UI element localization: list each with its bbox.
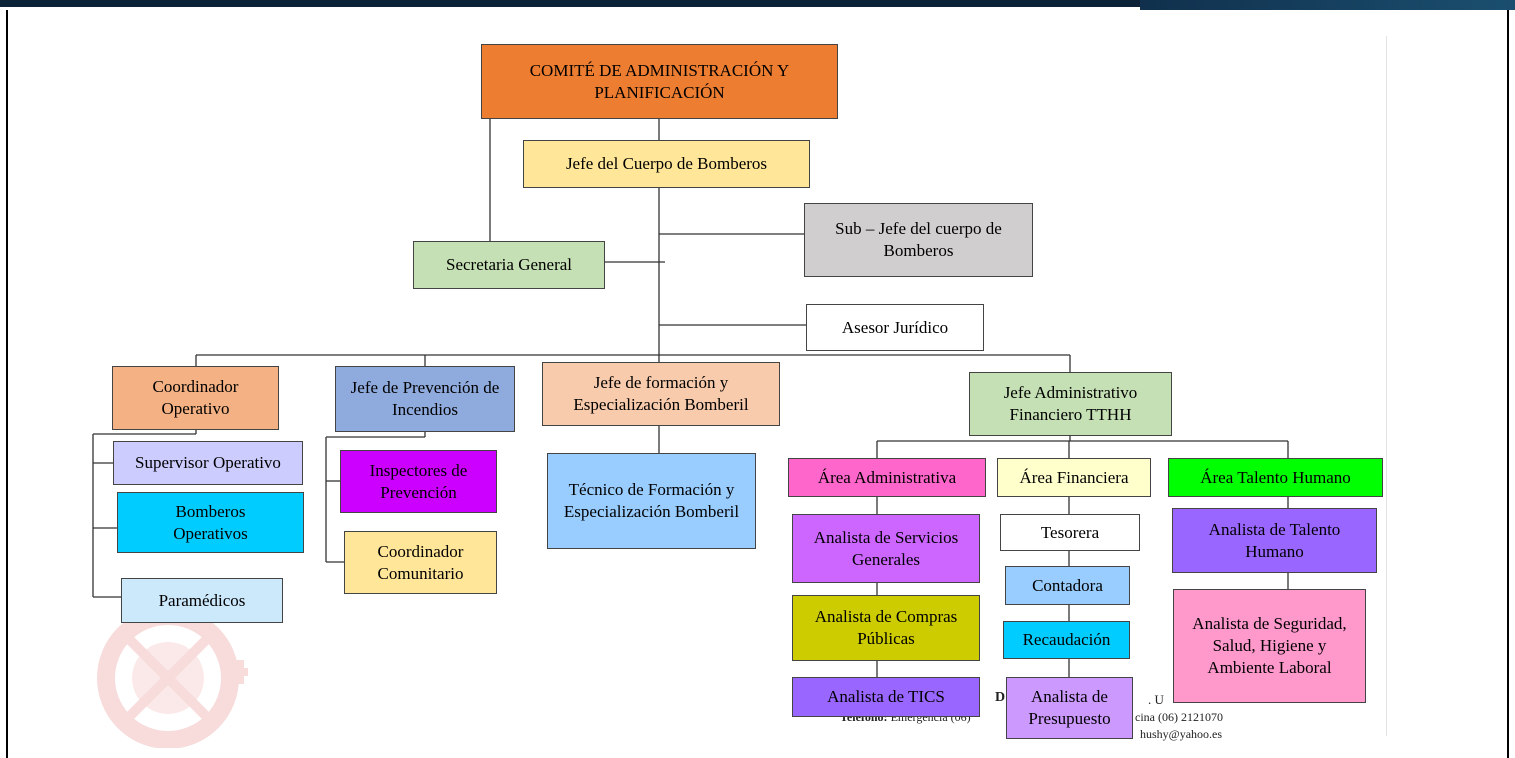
node-analista-compras: Analista de Compras Públicas: [792, 595, 980, 661]
node-asesor: Asesor Jurídico: [806, 304, 984, 351]
node-analista-servicios-label: Analista de Servicios Generales: [813, 527, 959, 569]
node-subjefe-label: Sub – Jefe del cuerpo de Bomberos: [835, 219, 1002, 260]
node-tecnico-formacion: Técnico de Formación y Especialización B…: [547, 453, 756, 549]
node-tesorera: Tesorera: [1000, 514, 1140, 551]
node-analista-seguridad: Analista de Seguridad, Salud, Higiene y …: [1173, 589, 1366, 703]
node-analista-talento-humano-label: Analista de Talento Humano: [1208, 519, 1341, 561]
node-jefe-admin: Jefe Administrativo Financiero TTHH: [969, 372, 1172, 436]
node-subjefe: Sub – Jefe del cuerpo de Bomberos: [804, 203, 1033, 277]
document-page: [6, 10, 1509, 758]
node-paramedicos: Paramédicos: [121, 578, 283, 623]
node-contadora-label: Contadora: [1032, 575, 1103, 595]
node-coord-operativo-label: Coordinador Operativo: [152, 377, 239, 418]
node-area-financiera: Área Financiera: [997, 458, 1151, 497]
node-analista-tics-label: Analista de TICS: [827, 687, 945, 707]
node-coord-operativo: Coordinador Operativo: [112, 366, 279, 430]
page-margin-line: [1386, 36, 1387, 736]
node-asesor-label: Asesor Jurídico: [841, 317, 949, 337]
node-jefe-cuerpo-label: Jefe del Cuerpo de Bomberos: [565, 154, 768, 174]
footer-fragment-d: D: [995, 690, 1006, 705]
node-recaudacion: Recaudación: [1003, 621, 1130, 659]
node-comite-label: COMITÉ DE ADMINISTRACIÓN Y PLANIFICACIÓN: [529, 60, 790, 102]
banner-teal-strip: [1140, 0, 1515, 10]
node-inspectores: Inspectores de Prevención: [340, 450, 497, 513]
node-jefe-admin-label: Jefe Administrativo Financiero TTHH: [1003, 383, 1138, 424]
node-recaudacion-label: Recaudación: [1022, 630, 1111, 650]
footer-email: hushy@yahoo.es: [1140, 727, 1223, 741]
node-analista-tics: Analista de TICS: [792, 677, 980, 717]
node-tesorera-label: Tesorera: [1040, 522, 1100, 542]
node-area-financiera-label: Área Financiera: [1019, 467, 1129, 487]
node-analista-compras-label: Analista de Compras Públicas: [814, 607, 958, 648]
node-secretaria: Secretaria General: [413, 241, 605, 289]
node-secretaria-label: Secretaria General: [446, 255, 572, 275]
node-bomberos-operativos-label: Bomberos Operativos: [173, 501, 248, 543]
node-jefe-prevencion-label: Jefe de Prevención de Incendios: [350, 378, 500, 419]
node-bomberos-operativos: Bomberos Operativos: [117, 492, 304, 553]
fire-department-logo-watermark: [97, 607, 248, 748]
node-analista-presupuesto: Analista de Presupuesto: [1006, 677, 1133, 739]
node-analista-talento-humano: Analista de Talento Humano: [1172, 508, 1377, 573]
footer-phone-office: cina (06) 2121070: [1135, 710, 1223, 724]
node-contadora: Contadora: [1005, 566, 1130, 605]
node-jefe-prevencion: Jefe de Prevención de Incendios: [335, 366, 515, 432]
node-area-talento-humano: Área Talento Humano: [1168, 458, 1383, 497]
node-inspectores-label: Inspectores de Prevención: [369, 460, 468, 502]
node-coord-comunitario-label: Coordinador Comunitario: [377, 541, 464, 583]
node-coord-comunitario: Coordinador Comunitario: [344, 531, 497, 594]
node-supervisor: Supervisor Operativo: [113, 441, 303, 485]
footer-fragment-u: . U: [1148, 692, 1164, 707]
node-area-administrativa-label: Área Administrativa: [817, 467, 957, 487]
banner-dark-strip: [0, 0, 1140, 7]
node-jefe-formacion: Jefe de formación y Especialización Bomb…: [542, 362, 780, 426]
node-tecnico-formacion-label: Técnico de Formación y Especialización B…: [563, 480, 740, 521]
node-analista-servicios: Analista de Servicios Generales: [792, 514, 980, 583]
node-jefe-cuerpo: Jefe del Cuerpo de Bomberos: [523, 140, 810, 188]
node-analista-presupuesto-label: Analista de Presupuesto: [1028, 687, 1111, 728]
node-analista-seguridad-label: Analista de Seguridad, Salud, Higiene y …: [1192, 614, 1347, 677]
top-banner: [0, 0, 1515, 10]
node-comite: COMITÉ DE ADMINISTRACIÓN Y PLANIFICACIÓN: [481, 44, 838, 119]
node-jefe-formacion-label: Jefe de formación y Especialización Bomb…: [573, 373, 749, 414]
node-supervisor-label: Supervisor Operativo: [135, 453, 281, 473]
node-area-administrativa: Área Administrativa: [788, 458, 986, 497]
node-area-talento-humano-label: Área Talento Humano: [1200, 467, 1351, 487]
node-paramedicos-label: Paramédicos: [158, 590, 246, 610]
